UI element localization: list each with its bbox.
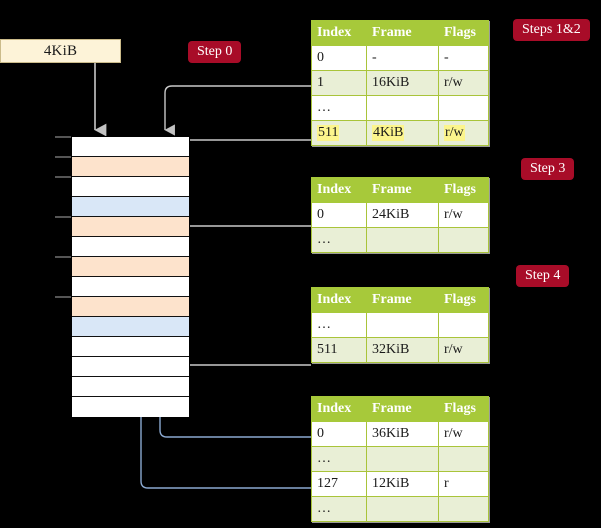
memory-boundary-tick [55,296,71,298]
memory-frame-row [72,237,189,257]
badge-step-0: Step 0 [188,41,242,64]
column-header-flags: Flags [438,287,489,313]
cell-flags: r [438,471,489,497]
badge-steps-1-and-2: Steps 1&2 [513,19,590,42]
column-header-frame: Frame [366,177,439,203]
column-header-index: Index [311,396,367,422]
column-header-index: Index [311,20,367,46]
memory-frame-row [72,137,189,157]
memory-frame-row [72,397,189,417]
cell-flags: r/w [438,120,489,146]
cell-frame: - [366,45,439,71]
cell-index: 0 [311,421,367,447]
memory-frame-row [72,297,189,317]
cell-index: … [311,227,367,253]
cell-frame: 12KiB [366,471,439,497]
cell-index: 0 [311,202,367,228]
column-header-frame: Frame [366,20,439,46]
memory-frame-row [72,357,189,377]
column-header-flags: Flags [438,396,489,422]
cell-frame [366,95,439,121]
memory-frame-row [72,317,189,337]
cell-frame: 24KiB [366,202,439,228]
memory-frame-row [72,157,189,177]
memory-frame-row [72,377,189,397]
page-table-row[interactable]: … [311,227,489,253]
memory-boundary-tick [55,156,71,158]
cell-flags [438,446,489,472]
memory-frame-row [72,217,189,237]
wire-steps12-a [164,85,311,136]
column-header-flags: Flags [438,20,489,46]
cell-frame: 36KiB [366,421,439,447]
source-frame-label: 4KiB [43,42,78,59]
column-header-flags: Flags [438,177,489,203]
column-header-frame: Frame [366,396,439,422]
memory-boundary-tick [55,256,71,258]
physical-memory-column [71,136,190,417]
cell-flags [438,312,489,338]
column-header-index: Index [311,287,367,313]
cell-index: 0 [311,45,367,71]
cell-flags [438,496,489,522]
memory-frame-row [72,257,189,277]
cell-flags: r/w [438,337,489,363]
page-table-row[interactable]: … [311,95,489,121]
memory-frame-row [72,337,189,357]
cell-index: … [311,312,367,338]
wire-steps12-b [174,139,311,216]
badge-step-3: Step 3 [521,158,575,181]
cell-frame [366,496,439,522]
cell-frame: 32KiB [366,337,439,363]
cell-index: 511 [311,337,367,363]
cell-frame [366,227,439,253]
cell-index: 1 [311,70,367,96]
cell-index: 511 [311,120,367,146]
cell-index: … [311,496,367,522]
page-table-row[interactable]: … [311,446,489,472]
cell-flags: r/w [438,70,489,96]
cell-frame: 16KiB [366,70,439,96]
cell-flags [438,95,489,121]
memory-boundary-tick [55,216,71,218]
cell-index: 127 [311,471,367,497]
source-frame-box: 4KiB [0,39,121,63]
cell-flags: r/w [438,421,489,447]
cell-index: … [311,446,367,472]
memory-boundary-tick [55,176,71,178]
wire-step3 [174,225,311,256]
column-header-frame: Frame [366,287,439,313]
badge-step-4: Step 4 [516,265,570,288]
cell-frame [366,446,439,472]
cell-flags: - [438,45,489,71]
memory-boundary-tick [55,136,71,138]
cell-flags [438,227,489,253]
page-table-row[interactable]: … [311,312,489,338]
cell-frame: 4KiB [366,120,439,146]
column-header-index: Index [311,177,367,203]
page-table-row[interactable]: 0-- [311,45,489,71]
cell-index: … [311,95,367,121]
page-table-row[interactable]: … [311,496,489,522]
memory-frame-row [72,197,189,217]
cell-flags: r/w [438,202,489,228]
memory-frame-row [72,277,189,297]
cell-frame [366,312,439,338]
memory-frame-row [72,177,189,197]
